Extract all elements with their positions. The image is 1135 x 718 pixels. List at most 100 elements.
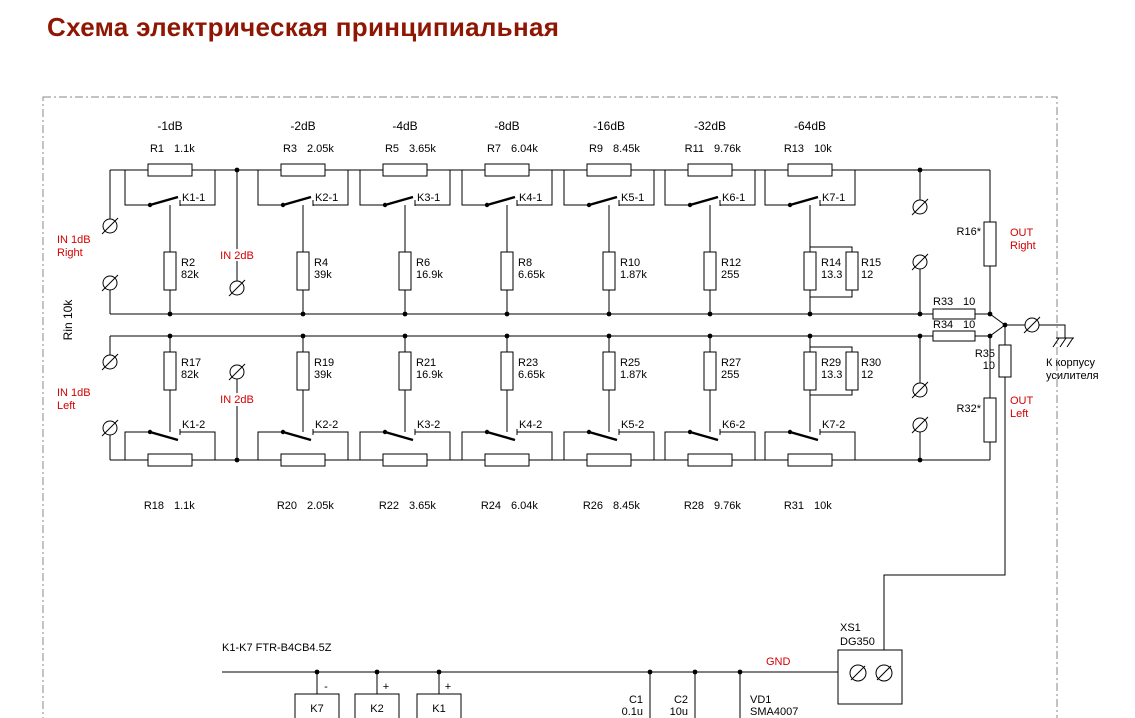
diode-ref: VD1 (750, 694, 771, 706)
coil-polarity: + (445, 681, 451, 693)
label-mask (213, 249, 261, 261)
attenuator-stage-bottom: R18 1.1k K1-2 R17 82k (124, 333, 216, 512)
out-right-label: OUT (1010, 227, 1034, 239)
wire (124, 170, 216, 314)
relay-coil-ref: K7 (310, 703, 323, 715)
junction-dot (504, 311, 510, 317)
xs1-connector-body (837, 649, 903, 705)
in-1db-left-label: Left (57, 400, 75, 412)
connector-terminal-icon (911, 198, 929, 216)
resistor-ref: R4 (314, 257, 328, 269)
relay-contact-icon (149, 430, 179, 442)
junction-dot (374, 669, 380, 675)
junction-dot (234, 457, 240, 463)
junction-dot (167, 311, 173, 317)
junction-dot (692, 669, 698, 675)
wire (764, 336, 856, 460)
resistor-body (500, 351, 514, 391)
relay-contact-icon (689, 430, 719, 442)
relay-contact-ref: K2-2 (315, 419, 338, 431)
resistor-ref: R31 (784, 500, 804, 512)
junction-dot (402, 333, 408, 339)
contact-pivot-dot (687, 429, 693, 435)
relay-contact-ref: K5-2 (621, 419, 644, 431)
relay-type-label: K1-K7 FTR-B4CB4.5Z (222, 642, 332, 654)
wire (359, 170, 451, 314)
resistor-body (296, 251, 310, 291)
attenuation-db-label: -2dB (290, 119, 315, 133)
resistor-ref: R20 (277, 500, 297, 512)
rin-label: Rin 10k (61, 299, 75, 341)
resistor-value: 1.1k (174, 143, 195, 155)
resistor-ref: R6 (416, 257, 430, 269)
resistor-body (687, 453, 733, 467)
junction-dot (234, 167, 240, 173)
relay-contact-ref: K3-2 (417, 419, 440, 431)
relay-contact-ref: K2-1 (315, 192, 338, 204)
resistor-value: 8.45k (613, 500, 640, 512)
resistor-value: 1.87k (620, 369, 647, 381)
junction-dot (737, 669, 743, 675)
resistor-value: 255 (721, 269, 739, 281)
resistor-body (602, 251, 616, 291)
resistor-value: 1.87k (620, 269, 647, 281)
connector-terminal-icon (101, 419, 119, 437)
junction-dot (606, 311, 612, 317)
resistor-ref: R29 (821, 357, 841, 369)
contact-pivot-dot (687, 202, 693, 208)
relay-contact-icon (282, 195, 312, 207)
attenuator-stage-top: -16dB R9 8.45k K5-1 R10 1.87k (563, 119, 655, 317)
resistor-value: 39k (314, 269, 332, 281)
relay-contact-icon (588, 195, 618, 207)
connector-terminal-icon (1023, 316, 1041, 334)
resistor-ref: R12 (721, 257, 741, 269)
drawing-frame (42, 96, 1058, 718)
resistor-ref: R18 (144, 500, 164, 512)
junction-dot (1002, 322, 1008, 328)
wire (664, 336, 756, 460)
relay-coil-body (354, 693, 400, 718)
resistor-body (296, 351, 310, 391)
in-1db-left-label: IN 1dB (57, 387, 91, 399)
resistor-body (983, 397, 997, 443)
attenuator-stage-top: -8dB R7 6.04k K4-1 R8 6.65k (461, 119, 553, 317)
relay-coil-body (294, 693, 340, 718)
junction-dot (504, 333, 510, 339)
wire (257, 170, 349, 314)
wire (461, 170, 553, 314)
resistor-ref: R3 (283, 143, 297, 155)
resistor-ref: R21 (416, 357, 436, 369)
resistor-value: 82k (181, 269, 199, 281)
junction-dot (807, 333, 813, 339)
resistor-body (602, 351, 616, 391)
contact-pivot-dot (586, 202, 592, 208)
resistor-body (147, 453, 193, 467)
chassis-ground-icon (1052, 337, 1074, 348)
contact-pivot-dot (787, 202, 793, 208)
in-2db-right-label: IN 2dB (220, 250, 254, 262)
resistor-value: 9.76k (714, 500, 741, 512)
relay-contact-icon (282, 430, 312, 442)
resistor-body (787, 453, 833, 467)
relay-contact-icon (689, 195, 719, 207)
capacitor-ref: C1 (629, 694, 643, 706)
relay-contact-ref: K4-1 (519, 192, 542, 204)
resistor-ref: R19 (314, 357, 334, 369)
capacitor-ref: C2 (674, 694, 688, 706)
resistor-ref: R2 (181, 257, 195, 269)
wire (764, 170, 856, 314)
attenuator-stage-top: -2dB R3 2.05k K2-1 R4 39k (257, 119, 349, 317)
resistor-value: 3.65k (409, 500, 436, 512)
junction-dot (707, 333, 713, 339)
relay-contact-icon (486, 195, 516, 207)
resistor-value: 12 (861, 269, 873, 281)
resistor-ref: R35 (975, 348, 995, 360)
resistor-ref: R26 (583, 500, 603, 512)
relay-coil-body (416, 693, 462, 718)
resistor-ref: R32* (957, 403, 982, 415)
contact-pivot-dot (382, 429, 388, 435)
resistor-body (163, 251, 177, 291)
relay-contact-icon (789, 430, 819, 442)
resistor-value: 6.04k (511, 500, 538, 512)
attenuator-stage-top: R15 12 -64dB R13 10k K7-1 R14 13.3 (764, 119, 881, 317)
